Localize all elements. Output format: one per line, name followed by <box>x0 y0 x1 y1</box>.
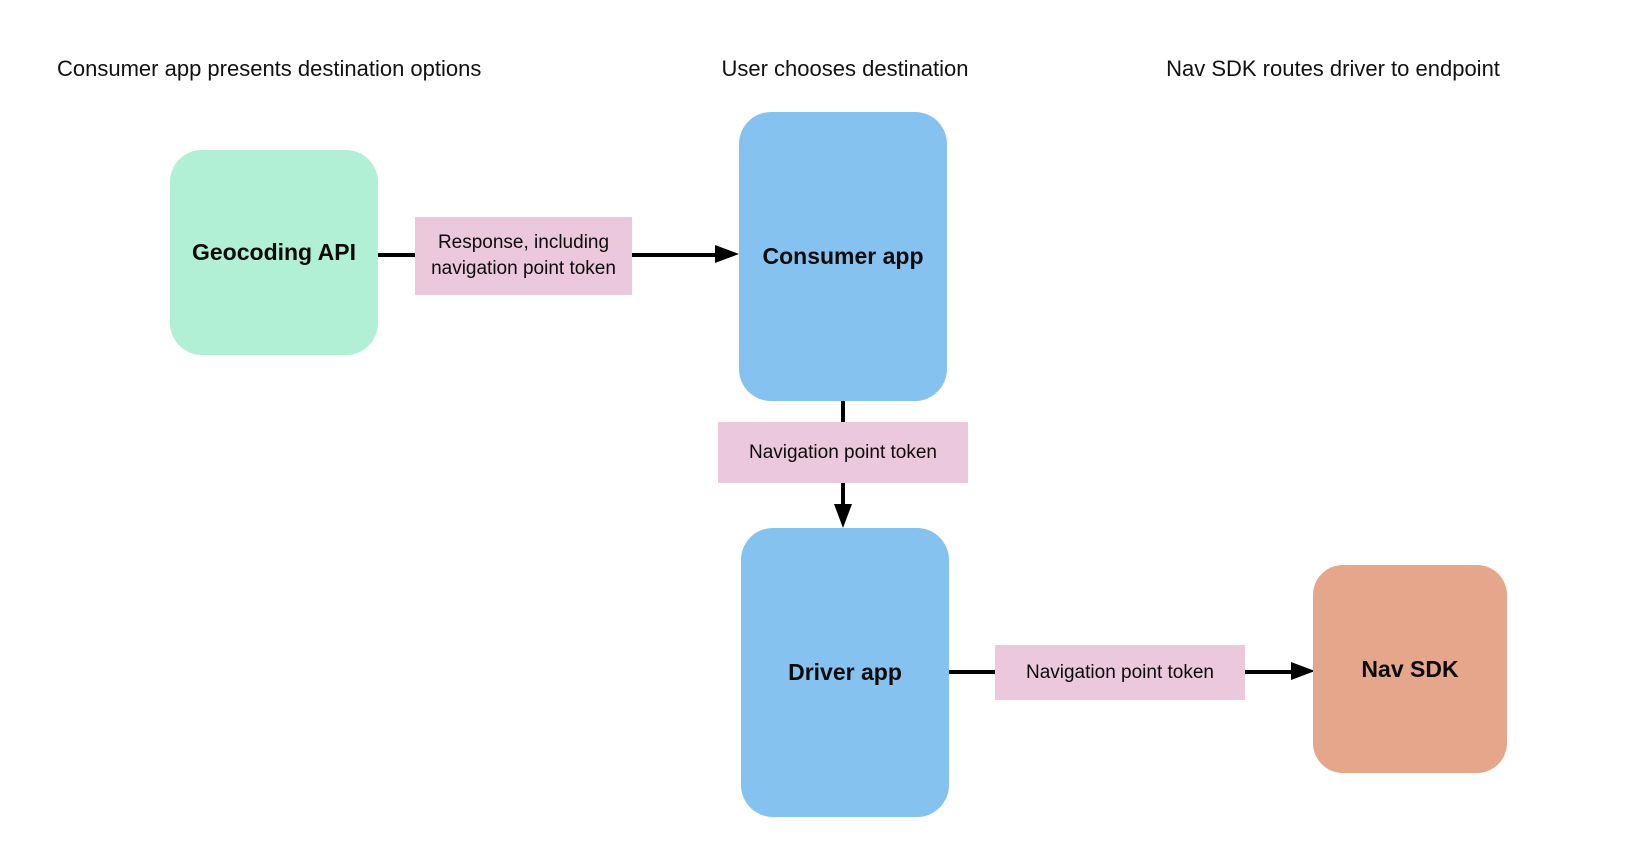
node-nav-sdk: Nav SDK <box>1313 565 1507 773</box>
arrowhead-right-icon <box>1291 662 1315 680</box>
column-header-user-chooses: User chooses destination <box>721 56 969 81</box>
node-driver-app: Driver app <box>741 528 949 817</box>
node-consumer-app: Consumer app <box>739 112 947 401</box>
column-header-consumer-presents: Consumer app presents destination option… <box>57 56 482 81</box>
edge-label-navigation-point-token-1: Navigation point token <box>718 422 968 483</box>
edge-label-navigation-point-token-2: Navigation point token <box>995 645 1245 700</box>
edge-label-response-including-token: Response, including navigation point tok… <box>415 217 632 295</box>
node-geocoding-api: Geocoding API <box>170 150 378 355</box>
column-header-navsdk-routes: Nav SDK routes driver to endpoint <box>1166 56 1500 81</box>
arrowhead-down-icon <box>834 504 852 528</box>
arrowhead-right-icon <box>715 245 739 263</box>
